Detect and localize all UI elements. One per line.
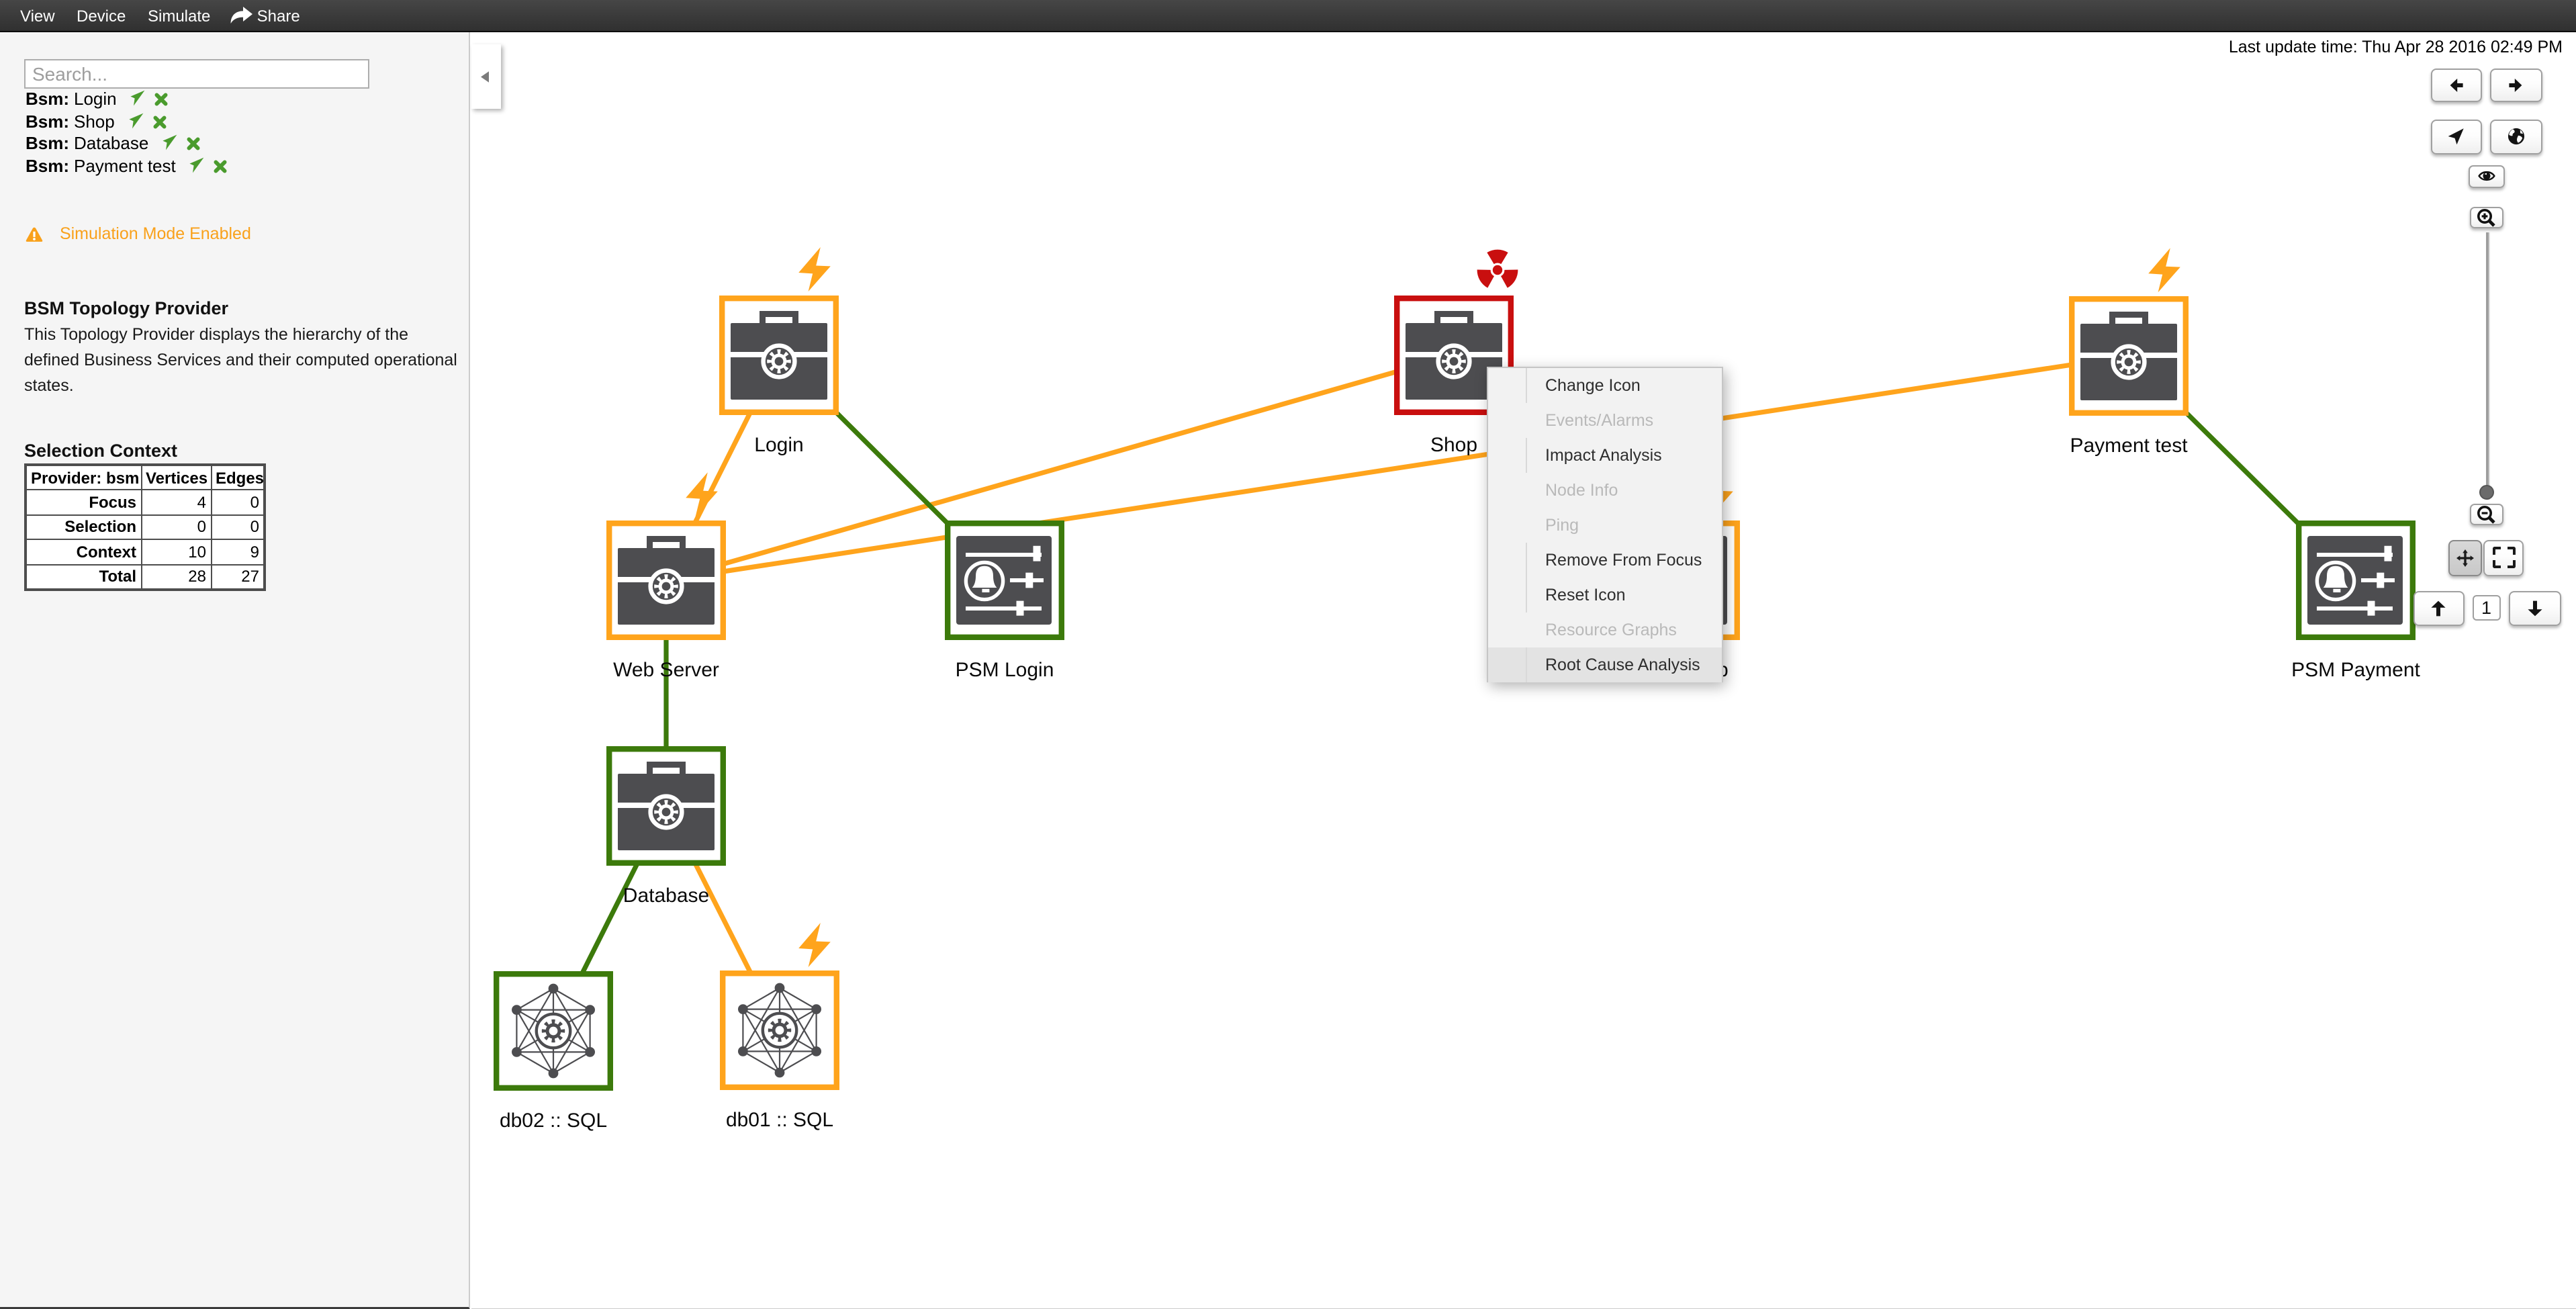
svg-text:PSM Payment: PSM Payment: [2291, 659, 2420, 681]
svg-text:Payment test: Payment test: [2070, 435, 2188, 457]
svg-text:Database: Database: [623, 885, 709, 907]
svg-text:PSM Login: PSM Login: [956, 659, 1054, 681]
svg-text:Shop: Shop: [1430, 434, 1477, 456]
svg-text:Login: Login: [754, 434, 803, 456]
svg-text:Web Server: Web Server: [613, 659, 719, 681]
svg-text:db02 :: SQL: db02 :: SQL: [500, 1110, 607, 1132]
svg-text:db01 :: SQL: db01 :: SQL: [726, 1109, 833, 1131]
